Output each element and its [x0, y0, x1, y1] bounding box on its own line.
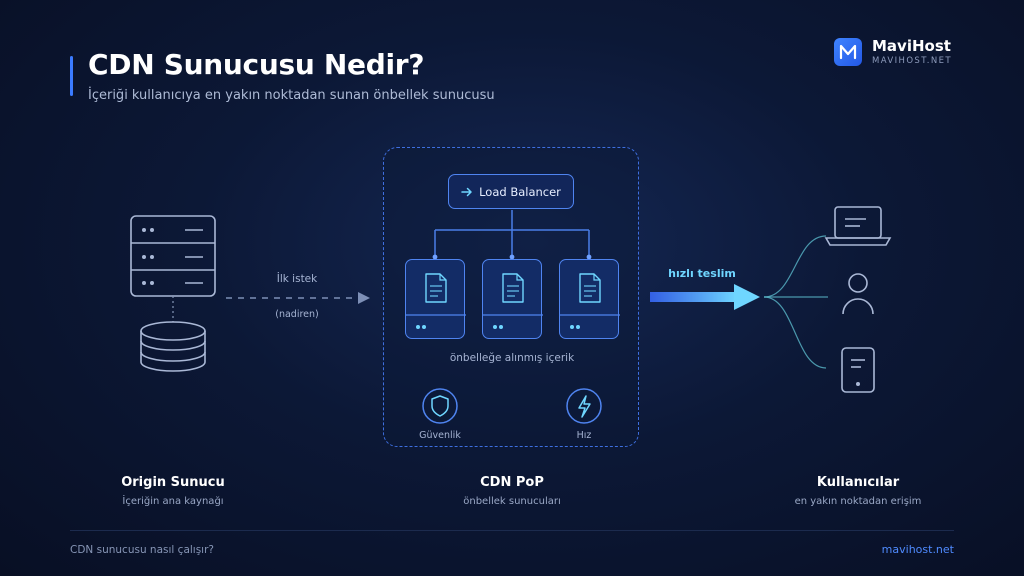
laptop-icon	[824, 206, 892, 246]
origin-title: Origin Sunucu	[121, 475, 225, 490]
cache-server	[559, 259, 620, 339]
origin-sub: İçeriğin ana kaynağı	[122, 496, 224, 507]
arrow-right-icon	[461, 187, 472, 196]
feature-speed-label: Hız	[576, 430, 592, 441]
load-balancer-tree	[432, 210, 592, 260]
users-title: Kullanıcılar	[816, 475, 900, 490]
users-sub: en yakın noktadan erişim	[794, 496, 922, 507]
mobile-icon	[841, 347, 875, 393]
title-accent-bar	[70, 56, 73, 96]
lightning-icon	[566, 388, 602, 424]
cache-server	[482, 259, 543, 339]
cache-server-graphic	[483, 273, 543, 329]
page-subtitle: İçeriği kullanıcıya en yakın noktadan su…	[88, 88, 495, 103]
request-arrow	[226, 292, 370, 304]
brand-logo[interactable]	[834, 38, 862, 66]
cache-server-graphic	[560, 273, 620, 329]
user-icon	[842, 273, 874, 315]
feature-security-label: Güvenlik	[419, 430, 461, 441]
footer-caption: CDN sunucusu nasıl çalışır?	[70, 544, 214, 556]
user-fanout-lines	[763, 235, 828, 369]
request-label: İlk istek	[276, 273, 318, 285]
server-rack-icon	[130, 215, 216, 297]
load-balancer-label: Load Balancer	[479, 184, 561, 199]
database-icon	[140, 321, 206, 372]
cache-server-graphic	[406, 273, 466, 329]
page-title: CDN Sunucusu Nedir?	[88, 48, 425, 81]
footer-link[interactable]: mavihost.net	[881, 543, 954, 556]
delivery-label: hızlı teslim	[668, 267, 736, 280]
pop-title: CDN PoP	[480, 475, 544, 490]
load-balancer: Load Balancer	[448, 174, 574, 209]
shield-icon	[422, 388, 458, 424]
footer-divider	[70, 530, 954, 531]
request-sublabel: (nadiren)	[275, 309, 319, 320]
delivery-arrow	[650, 284, 760, 310]
brand-m-icon	[839, 44, 857, 60]
pop-sub: önbellek sunucuları	[463, 496, 561, 507]
brand-url: MAVIHOST.NET	[872, 56, 953, 66]
cache-label: önbelleğe alınmış içerik	[449, 352, 575, 364]
cache-server	[405, 259, 466, 339]
brand-name: MaviHost	[872, 37, 951, 55]
